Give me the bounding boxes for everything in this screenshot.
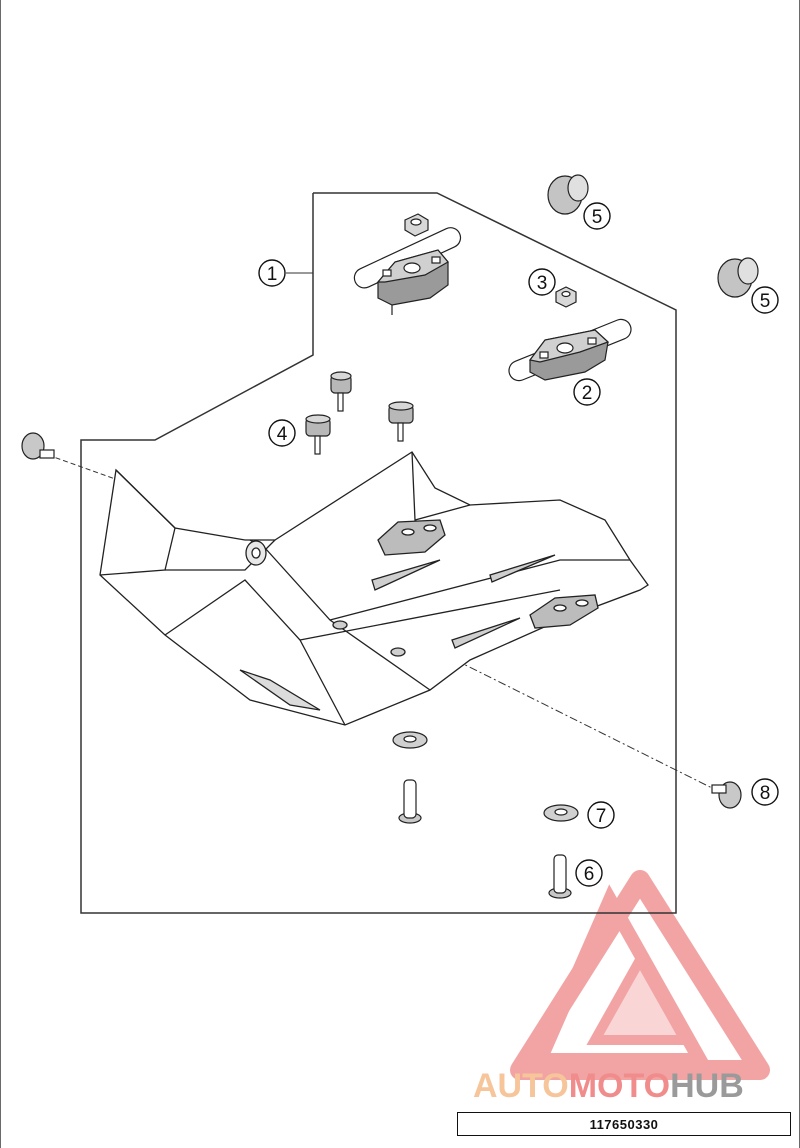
reference-number: 117650330 [589,1116,659,1132]
watermark-text: AUTOMOTOHUB [473,1067,744,1105]
watermark-logo [510,870,770,1080]
svg-text:3: 3 [537,273,548,294]
svg-text:4: 4 [277,424,288,445]
svg-text:AUTOMOTOHUB: AUTOMOTOHUB [473,1067,744,1105]
svg-text:7: 7 [596,806,607,827]
svg-text:6: 6 [584,864,595,885]
callout-7: 7 [587,801,615,829]
skid-plate [99,451,649,726]
watermark-moto: MOTO [569,1067,670,1105]
grommets [547,174,759,298]
callout-8: 8 [751,778,779,806]
svg-text:5: 5 [760,291,771,312]
upper-bracket [353,213,462,315]
callout-2: 2 [573,378,601,406]
rubber-bumpers [305,371,414,455]
reference-number-box: 117650330 [457,1112,791,1136]
svg-text:8: 8 [760,783,771,804]
svg-text:1: 1 [267,264,278,285]
watermark-auto: AUTO [473,1067,569,1105]
washers [392,731,579,822]
callout-5b: 5 [751,286,779,314]
callout-1: 1 [258,259,286,287]
svg-text:5: 5 [592,207,603,228]
svg-text:2: 2 [582,383,593,404]
nut [555,286,577,308]
watermark-hub: HUB [670,1067,744,1105]
callout-5a: 5 [583,202,611,230]
kit-frame [80,192,677,914]
callout-6: 6 [575,859,603,887]
mount-bracket [508,318,632,382]
flange-bolts [21,432,742,809]
callout-4: 4 [268,419,296,447]
screws [398,779,572,899]
callout-3: 3 [528,268,556,296]
